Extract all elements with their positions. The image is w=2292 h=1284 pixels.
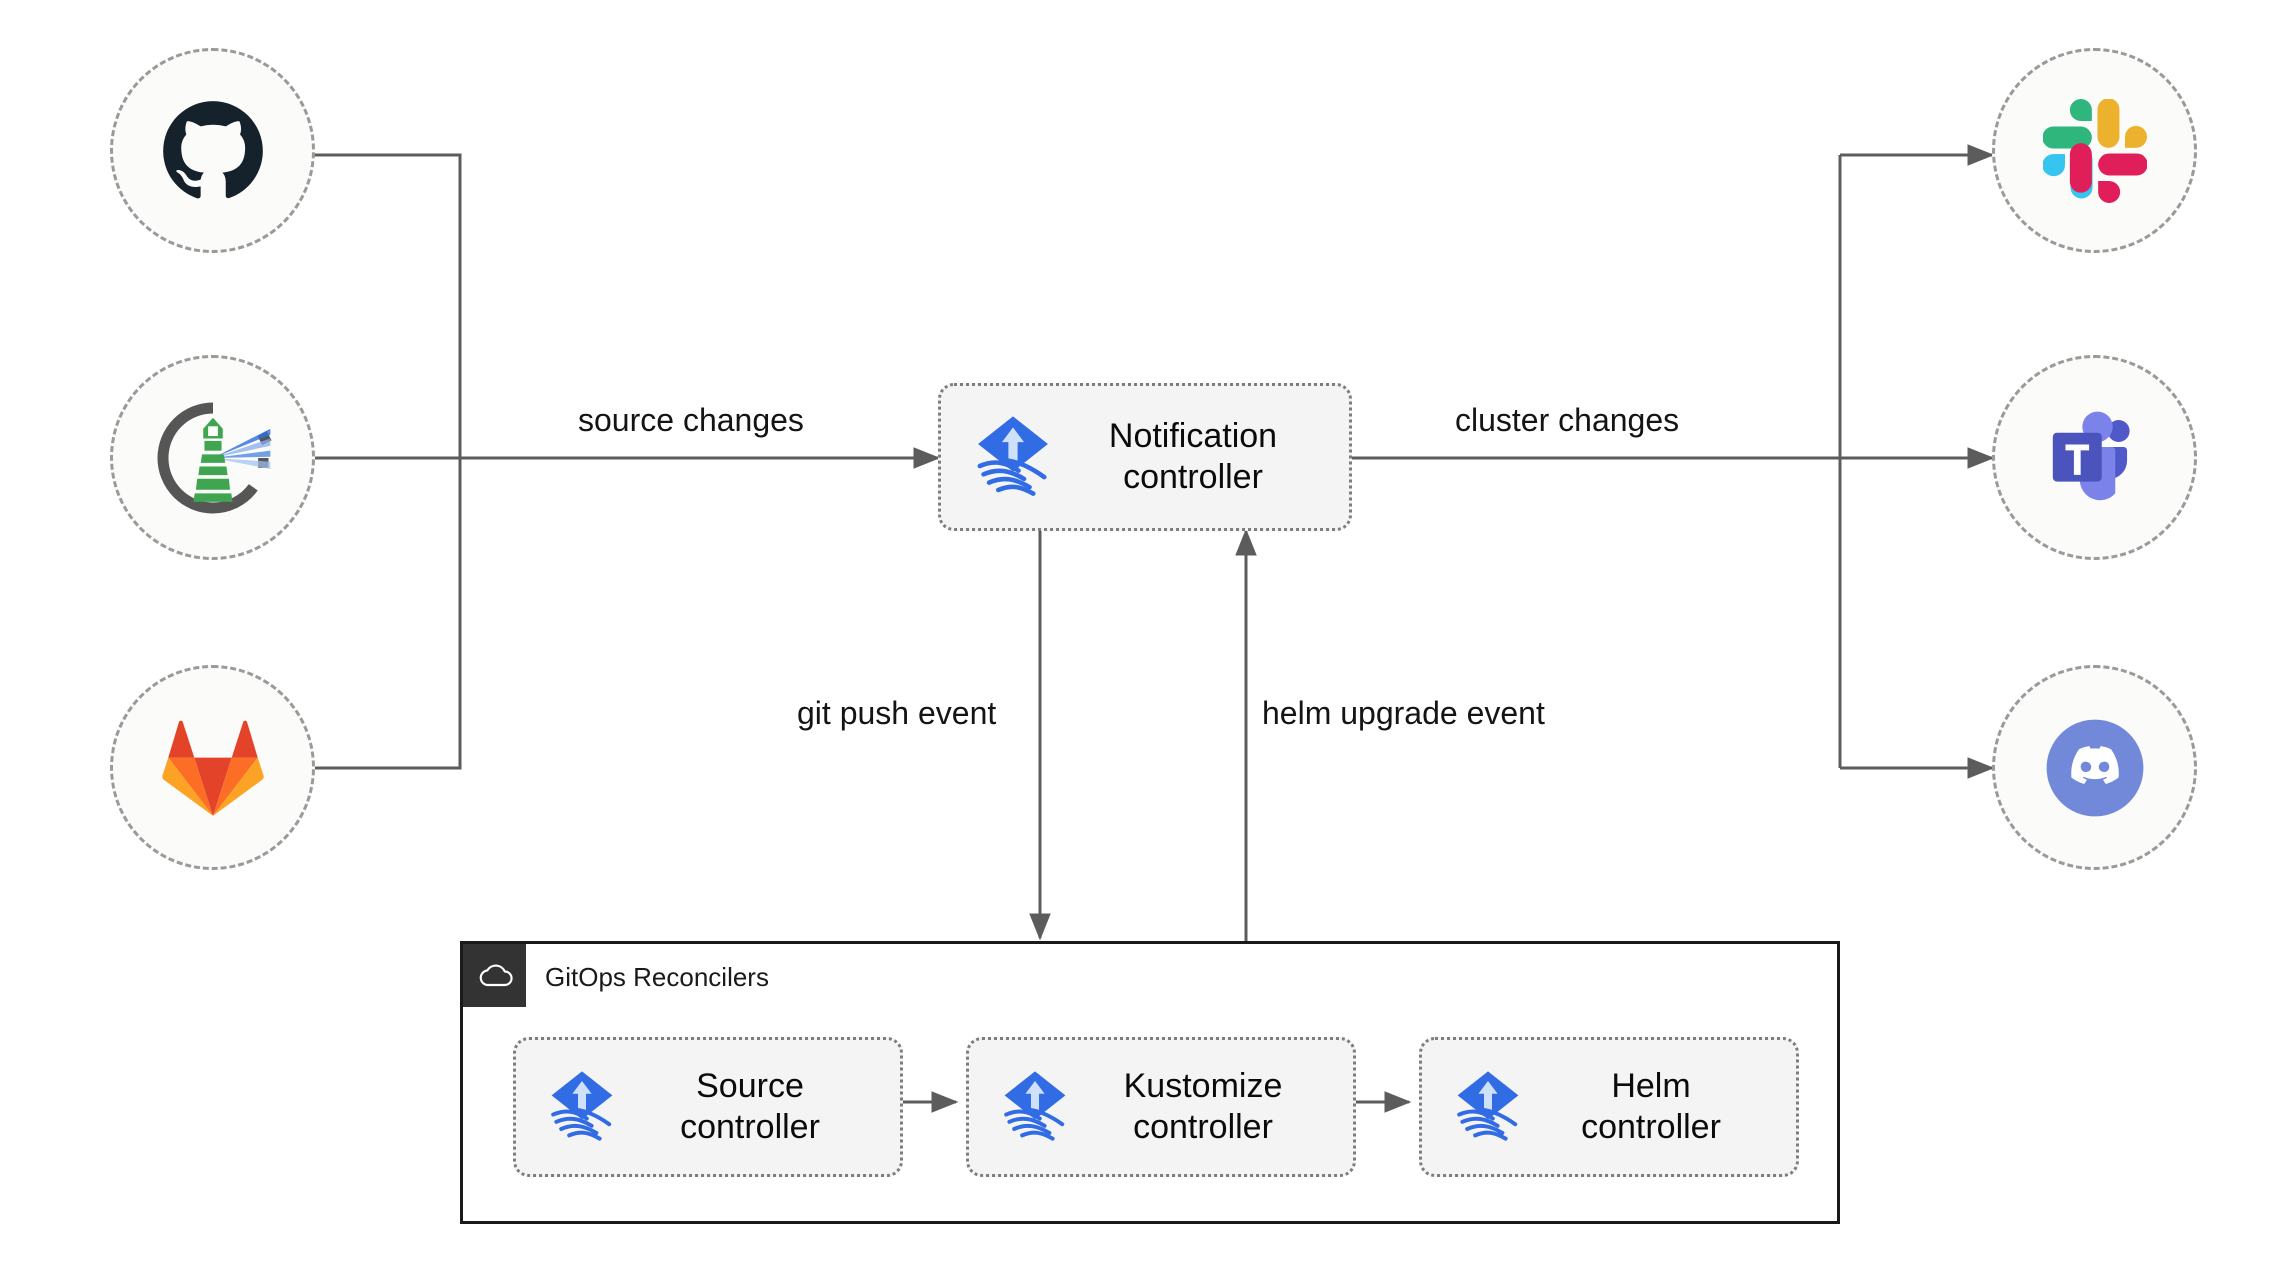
notification-controller-label: Notification controller	[1108, 416, 1278, 496]
edge-github-to-trunk	[311, 153, 462, 458]
helm-controller-box[interactable]: Helm controller	[1419, 1037, 1799, 1177]
source-node-github[interactable]	[110, 48, 315, 253]
gitlab-icon	[161, 720, 264, 816]
destination-node-slack[interactable]	[1992, 48, 2197, 253]
flux-icon	[542, 1065, 622, 1150]
slack-icon	[2042, 98, 2147, 203]
helm-controller-label: Helm controller	[1581, 1066, 1721, 1146]
cloud-icon	[463, 944, 526, 1007]
destination-node-teams[interactable]	[1992, 355, 2197, 560]
flux-icon	[1448, 1065, 1528, 1150]
kustomize-controller-box[interactable]: Kustomize controller	[966, 1037, 1356, 1177]
destination-node-discord[interactable]	[1992, 665, 2197, 870]
gitops-reconcilers-container: GitOps Reconcilers	[460, 941, 1840, 1224]
source-controller-label: Source controller	[680, 1066, 820, 1146]
microsoft-teams-icon	[2052, 411, 2130, 500]
kustomize-controller-label: Kustomize controller	[1123, 1066, 1283, 1146]
gitops-reconcilers-title: GitOps Reconcilers	[545, 962, 769, 992]
github-icon	[162, 100, 263, 198]
flux-icon	[995, 1065, 1075, 1150]
edge-label-helm-upgrade-event: helm upgrade event	[1262, 695, 1545, 731]
edge-gitlab-to-trunk	[311, 458, 462, 770]
edge-label-cluster-changes: cluster changes	[1455, 402, 1680, 438]
source-node-oci[interactable]	[110, 355, 315, 560]
source-node-gitlab[interactable]	[110, 665, 315, 870]
discord-icon	[2046, 719, 2143, 816]
flux-icon	[967, 409, 1059, 506]
edge-label-git-push-event: git push event	[797, 695, 997, 731]
source-controller-box[interactable]: Source controller	[513, 1037, 903, 1177]
edge-label-source-changes: source changes	[578, 402, 804, 438]
notification-controller-box[interactable]: Notification controller	[938, 383, 1352, 531]
lighthouse-icon	[157, 401, 272, 514]
